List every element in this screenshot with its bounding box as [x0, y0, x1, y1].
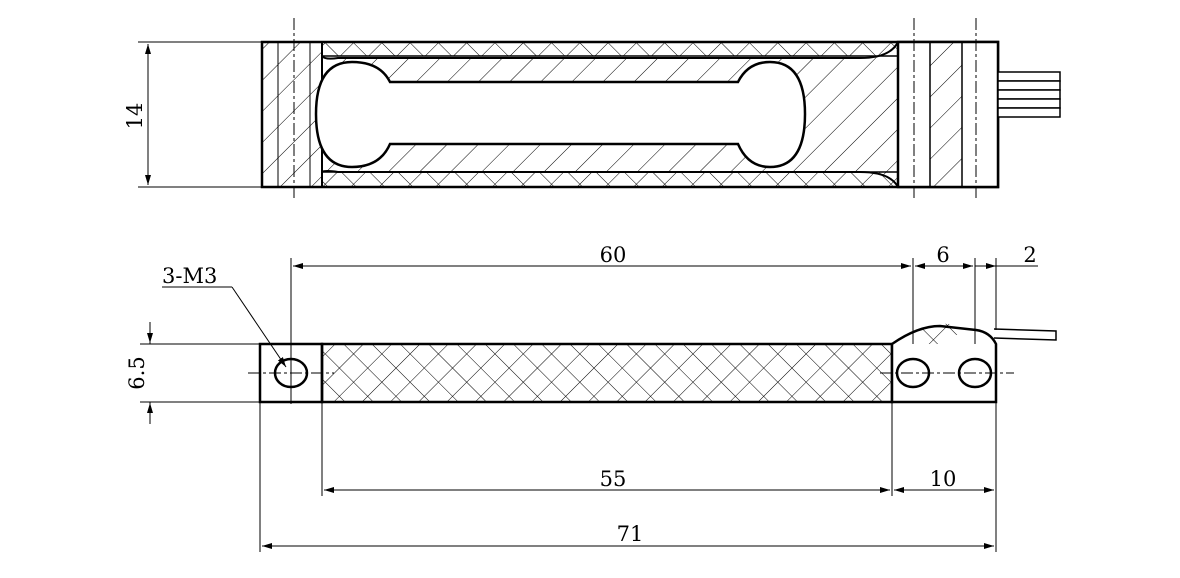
- dim-label-pitch: 6: [936, 243, 949, 267]
- side-view: 60 6 2 3-M3 6.5 55 10 71: [125, 243, 1057, 552]
- top-view: 14: [123, 18, 1061, 200]
- thread-callout: 3-M3: [162, 264, 217, 288]
- dim-label-height: 14: [123, 103, 147, 130]
- dim-label-cable-offset: 2: [1023, 243, 1036, 267]
- side-cable: [993, 328, 1057, 341]
- dim-label-end-block: 10: [930, 467, 957, 491]
- dim-label-thickness: 6.5: [125, 356, 149, 389]
- dim-label-hole-spacing: 60: [600, 243, 627, 267]
- left-end-block: [261, 41, 323, 188]
- cable-wires: [997, 71, 1061, 118]
- strain-gauge-cutout: [314, 60, 807, 169]
- side-beam: [320, 342, 894, 404]
- dim-label-body: 55: [600, 467, 627, 491]
- dim-label-overall: 71: [617, 522, 644, 546]
- side-right-block: [890, 324, 998, 404]
- thread-leader: [231, 286, 287, 368]
